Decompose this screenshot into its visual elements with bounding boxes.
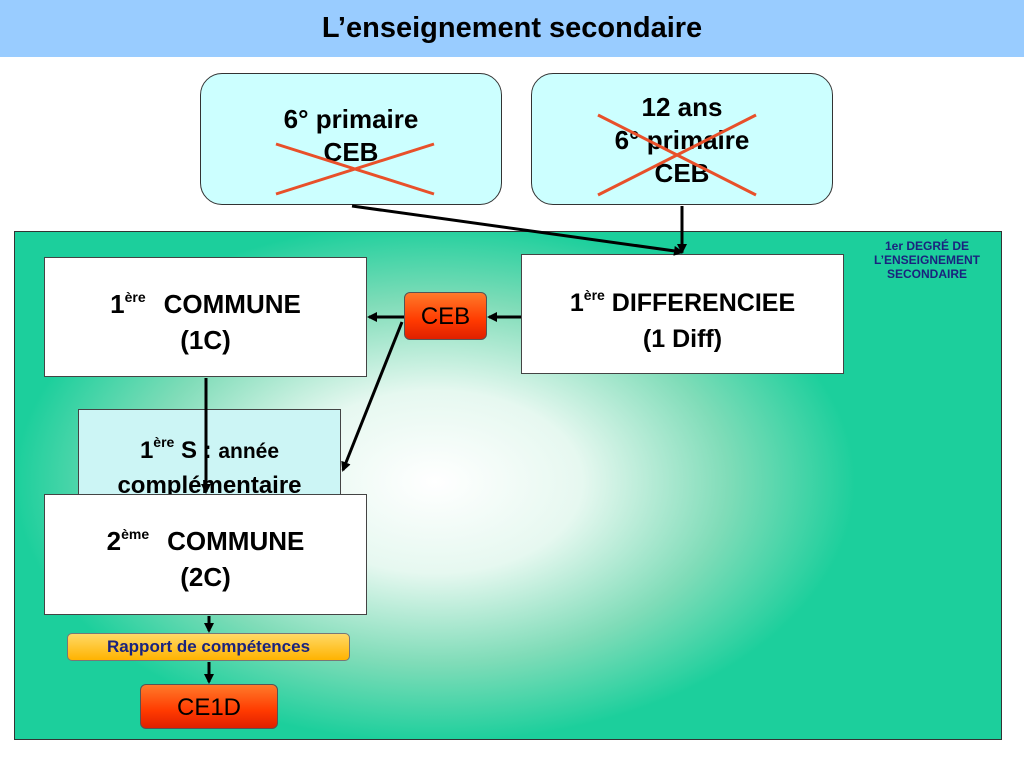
box-sup: ère [583,287,605,303]
box-code: (1 Diff) [642,325,723,353]
box-label: S : [181,437,212,464]
ce1d-badge: CE1D [140,684,278,729]
box-label: COMMUNE [167,526,305,556]
box-sup: ère [124,289,146,305]
box-1s-annee-complementaire: 1ère S : année complémentaire [78,409,341,499]
page-title: L’enseignement secondaire [321,12,703,44]
box-label: COMMUNE [163,289,301,319]
box-12-ans: 12 ans 6° primaire CEB [531,73,833,205]
box-line: CEB [654,158,710,188]
box-num: 1 [569,289,584,317]
degree-label-line: 1er DEGRÉ DE [884,239,970,253]
box-label-small: année [218,440,280,463]
box-sup: ème [121,526,150,542]
title-bar: L’enseignement secondaire [0,0,1024,57]
degree-label-line: SECONDAIRE [886,267,967,281]
box-line: 12 ans [641,92,723,122]
box-num: 1 [110,289,125,319]
box-num: 1 [139,437,154,464]
box-line: 6° primaire [283,104,419,134]
box-line: 6° primaire [614,125,750,155]
degree-label-line: L’ENSEIGNEMENT [873,253,980,267]
box-line: CEB [323,137,379,167]
ceb-badge: CEB [404,292,487,340]
box-1-differenciee: 1ère DIFFERENCIEE (1 Diff) [521,254,844,374]
box-1-commune: 1ère COMMUNE (1C) [44,257,367,377]
box-label: DIFFERENCIEE [611,289,796,317]
box-2-commune: 2ème COMMUNE (2C) [44,494,367,615]
rapport-competences-badge: Rapport de compétences [67,633,350,661]
box-sup: ère [153,434,175,450]
box-num: 2 [106,526,122,556]
box-code: (1C) [180,325,231,355]
box-6-primaire: 6° primaire CEB [200,73,502,205]
box-code: (2C) [180,562,231,592]
degree-label: 1er DEGRÉ DE L’ENSEIGNEMENT SECONDAIRE [852,239,1002,281]
